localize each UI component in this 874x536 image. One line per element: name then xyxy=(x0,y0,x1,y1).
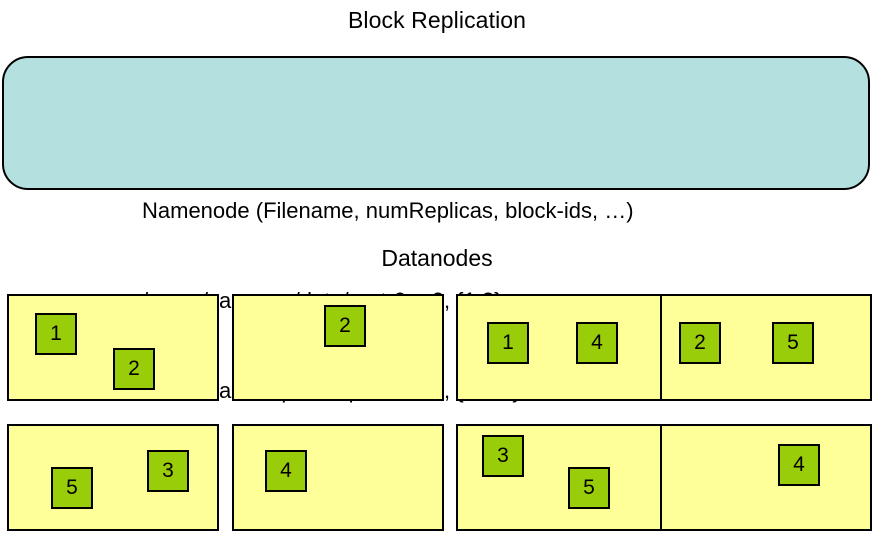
page-title: Block Replication xyxy=(347,7,527,33)
block-replica: 2 xyxy=(113,348,155,390)
block-replica: 2 xyxy=(679,322,721,364)
block-replica: 4 xyxy=(778,444,820,486)
datanode-2: 2 xyxy=(232,294,444,401)
block-replica: 3 xyxy=(482,435,524,477)
block-replica: 2 xyxy=(324,305,366,347)
namenode-line-1: Namenode (Filename, numReplicas, block-i… xyxy=(142,198,634,223)
block-replica: 1 xyxy=(35,313,77,355)
block-replica: 4 xyxy=(576,322,618,364)
namenode-box: Namenode (Filename, numReplicas, block-i… xyxy=(2,56,870,403)
block-replica: 3 xyxy=(147,450,189,492)
block-replica: 5 xyxy=(51,467,93,509)
block-replica: 4 xyxy=(265,450,307,492)
datanodes-label: Datanodes xyxy=(381,245,493,271)
block-replica: 5 xyxy=(568,467,610,509)
datanode-6: 4 xyxy=(232,424,444,531)
block-replica: 1 xyxy=(487,322,529,364)
datanode-8: 4 xyxy=(660,424,872,531)
block-replica: 5 xyxy=(772,322,814,364)
